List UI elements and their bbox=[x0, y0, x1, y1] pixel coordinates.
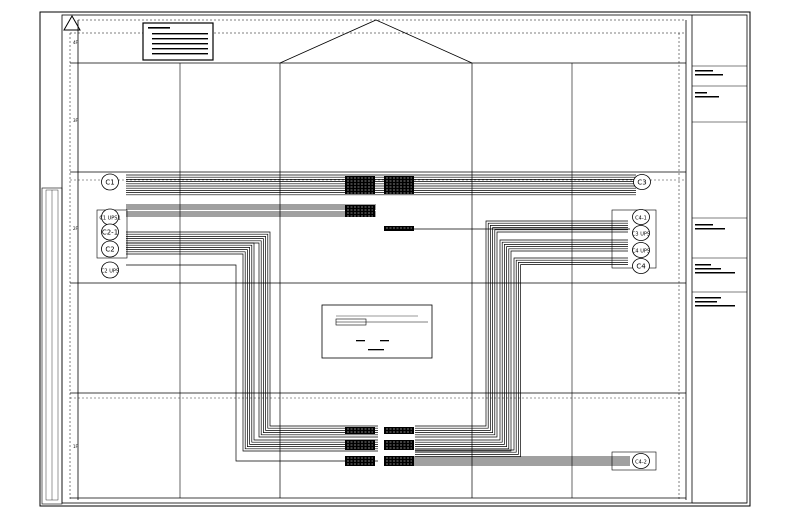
cable-line bbox=[126, 253, 378, 452]
circuit-marker-right bbox=[632, 453, 650, 469]
cable-line bbox=[415, 225, 628, 431]
floor-label-2f: 2F bbox=[73, 226, 79, 231]
cable-line bbox=[415, 244, 628, 445]
cable-line bbox=[415, 222, 628, 429]
circuit-label-left: C2 bbox=[105, 246, 114, 254]
cable-line bbox=[415, 264, 628, 457]
circuit-marker-left bbox=[101, 223, 119, 241]
cable-line bbox=[415, 257, 628, 451]
circuit-marker-right bbox=[632, 258, 650, 274]
floor-label-1f: 1F bbox=[73, 444, 79, 449]
cable-line bbox=[415, 250, 628, 452]
cable-line bbox=[126, 231, 378, 427]
cable-line bbox=[415, 229, 628, 436]
floor-label-3f: 3F bbox=[73, 118, 79, 123]
cable-line bbox=[126, 249, 378, 447]
cable-line bbox=[126, 233, 378, 429]
junction-block bbox=[384, 226, 414, 231]
circuit-label-right: C4 bbox=[636, 263, 646, 271]
junction-block bbox=[384, 456, 414, 466]
circuit-marker-left bbox=[101, 173, 119, 191]
cable-line bbox=[415, 231, 628, 438]
building-outline bbox=[69, 19, 687, 500]
cable-line bbox=[126, 238, 378, 433]
floor-label-4f: 4F bbox=[73, 40, 79, 45]
cable-line bbox=[415, 259, 628, 453]
junction-block bbox=[345, 176, 375, 194]
circuit-label-left: C2-1 bbox=[102, 229, 118, 237]
junction-block bbox=[345, 427, 375, 434]
cable-line bbox=[415, 227, 628, 433]
circuit-label-right: C3 UPS bbox=[632, 232, 650, 238]
circuit-marker-right bbox=[632, 225, 650, 241]
cable-line bbox=[415, 241, 628, 443]
cable-line bbox=[415, 220, 628, 427]
junction-blocks bbox=[345, 176, 414, 466]
circuit-marker-left bbox=[101, 240, 119, 258]
cable-line bbox=[415, 262, 628, 455]
floor-labels: 4F 3F 2F 1F bbox=[73, 40, 79, 449]
junction-block bbox=[384, 440, 414, 450]
cable-line bbox=[126, 264, 378, 462]
cable-line bbox=[415, 239, 628, 441]
circuit-label-left: C1 bbox=[105, 179, 114, 187]
binding-strip bbox=[41, 187, 63, 505]
junction-block bbox=[384, 176, 414, 194]
circuit-label-right: C4-1 bbox=[635, 216, 647, 222]
cable-line bbox=[126, 240, 378, 436]
detail-box bbox=[321, 304, 433, 359]
circuit-marker-left bbox=[101, 261, 119, 279]
cable-line bbox=[126, 251, 378, 450]
title-block bbox=[691, 15, 747, 504]
junction-block bbox=[345, 205, 375, 217]
circuit-marker-right bbox=[632, 242, 650, 258]
cable-line bbox=[126, 242, 378, 441]
cable-line bbox=[126, 244, 378, 443]
circuit-label-right: C3 bbox=[637, 179, 646, 187]
outer-frame bbox=[39, 11, 751, 507]
circuit-label-right: C4-2 bbox=[635, 460, 647, 466]
junction-block bbox=[345, 456, 375, 466]
tag-frame-bottom bbox=[611, 451, 657, 471]
cable-line bbox=[415, 246, 628, 447]
circuit-marker-right bbox=[632, 209, 650, 225]
junction-block bbox=[384, 427, 414, 434]
circuit-label-right: C4 UPS bbox=[632, 249, 650, 255]
legend-box bbox=[142, 22, 214, 61]
cable-bundles bbox=[126, 174, 636, 466]
circuit-label-left: C1 UPS1 bbox=[99, 216, 120, 222]
warning-icon bbox=[63, 14, 81, 31]
junction-block bbox=[345, 440, 375, 450]
cable-line bbox=[126, 247, 378, 445]
cable-line bbox=[126, 236, 378, 431]
circuit-label-left: C2 UPS bbox=[101, 269, 119, 275]
cable-line bbox=[415, 248, 628, 450]
circuit-marker-right bbox=[633, 174, 651, 190]
